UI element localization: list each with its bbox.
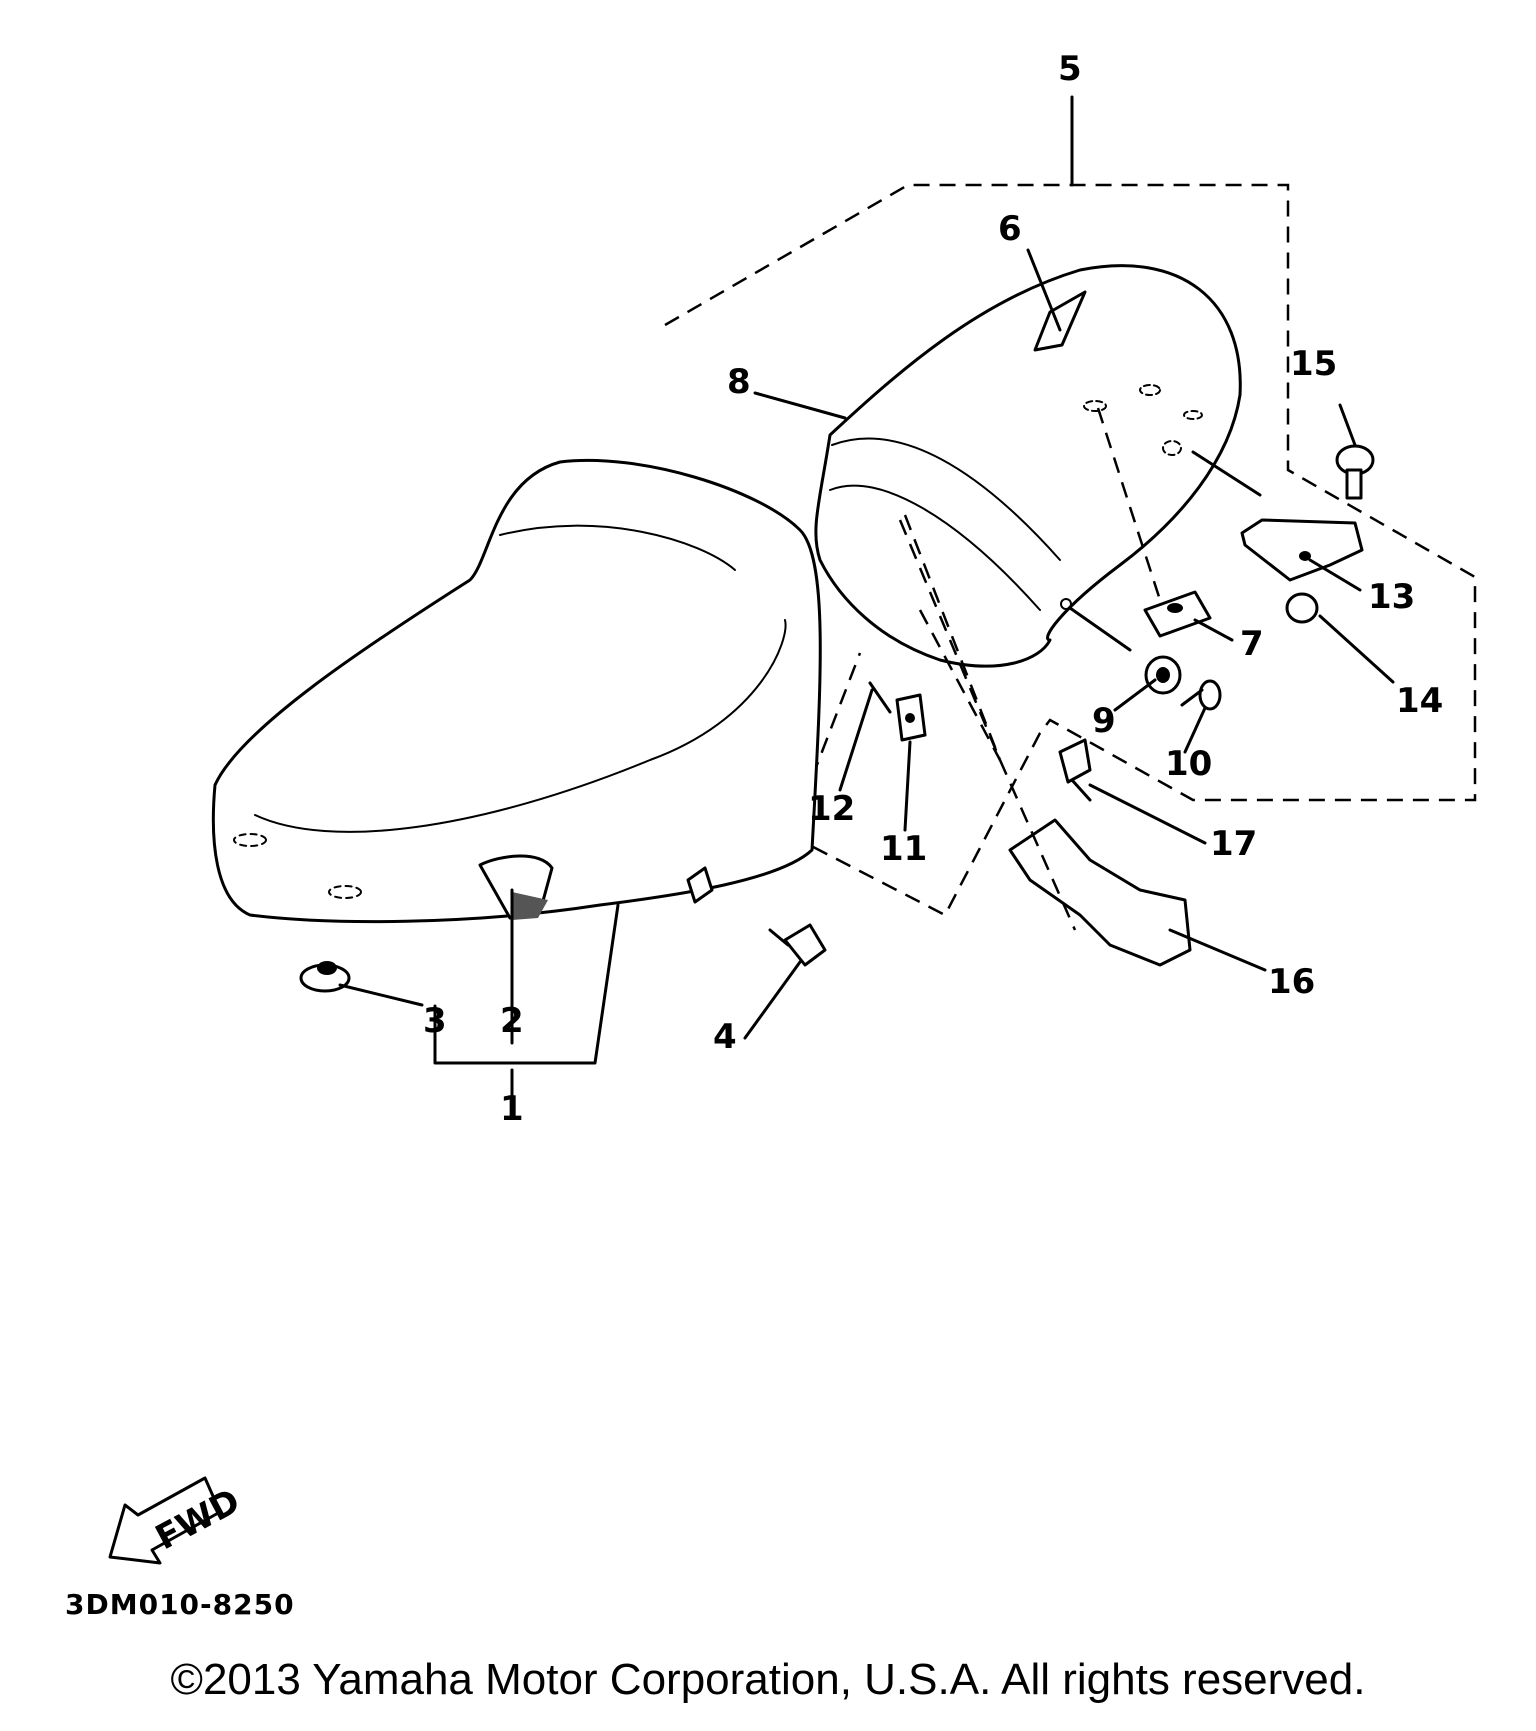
- callout-15: 15: [1290, 344, 1337, 384]
- drawing-code: 3DM010-8250: [65, 1588, 295, 1621]
- callout-11: 11: [880, 829, 927, 869]
- assembly-boundary-5: [664, 183, 1477, 917]
- callout-17: 17: [1210, 824, 1257, 864]
- callout-4: 4: [713, 1017, 737, 1057]
- callout-numbers: 1 2 3 4 5 6 7 8 9 10 11 12 13 14 15 16 1…: [423, 49, 1443, 1129]
- front-seat: [211, 458, 822, 924]
- callout-2: 2: [500, 1001, 524, 1041]
- callout-6: 6: [998, 209, 1022, 249]
- callout-12: 12: [808, 789, 855, 829]
- callout-5: 5: [1058, 49, 1082, 89]
- callout-3: 3: [423, 1001, 447, 1041]
- callout-14: 14: [1396, 681, 1443, 721]
- callout-9: 9: [1092, 701, 1116, 741]
- leader-lines: [338, 248, 1395, 1115]
- callout-8: 8: [727, 362, 751, 402]
- callout-16: 16: [1268, 962, 1315, 1002]
- fwd-arrow-icon: FWD: [108, 1476, 247, 1565]
- rear-seat: [814, 264, 1242, 668]
- callout-1: 1: [500, 1089, 524, 1129]
- callout-13: 13: [1368, 577, 1415, 617]
- callout-7: 7: [1240, 624, 1264, 664]
- callout-10: 10: [1165, 744, 1212, 784]
- copyright-notice: ©2013 Yamaha Motor Corporation, U.S.A. A…: [170, 1655, 1366, 1704]
